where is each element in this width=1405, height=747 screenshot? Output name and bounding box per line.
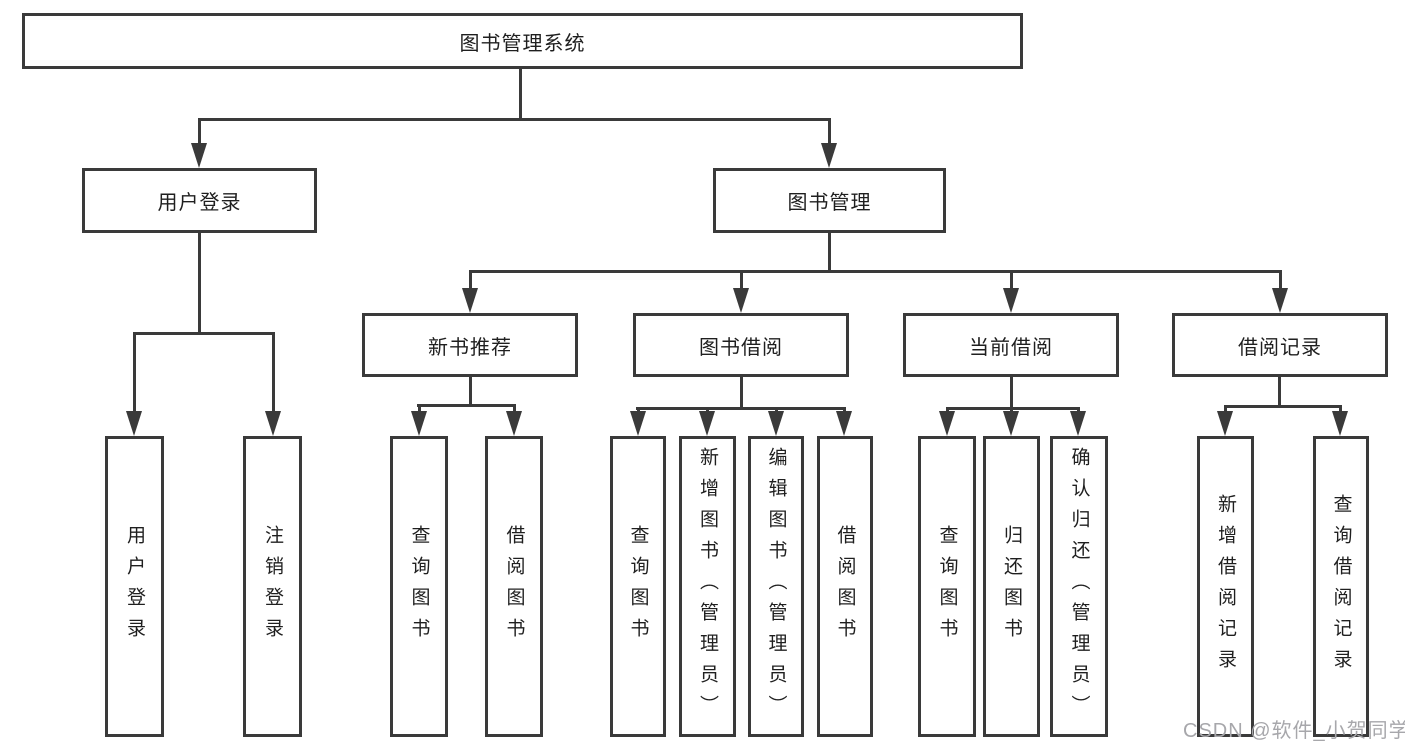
arrow-down-icon — [411, 411, 427, 436]
node-new-book-recommendation: 新书推荐 — [362, 313, 578, 377]
connector-line — [198, 118, 201, 144]
connector-line — [417, 404, 516, 407]
node-current-borrowing-label: 当前借阅 — [969, 336, 1053, 359]
node-new-book-recommendation-label: 新书推荐 — [428, 336, 512, 359]
node-library-system: 图书管理系统 — [22, 13, 1023, 69]
connector-line — [519, 69, 522, 119]
connector-line — [1339, 405, 1342, 413]
connector-line — [946, 407, 949, 413]
arrow-down-icon — [699, 411, 715, 436]
leaf-current-query-books-label: 查询图书 — [936, 524, 958, 649]
connector-line — [1279, 270, 1282, 288]
connector-line — [1224, 405, 1227, 413]
connector-line — [706, 407, 709, 413]
arrow-down-icon — [191, 143, 207, 168]
leaf-user-login: 用户登录 — [105, 436, 164, 737]
leaf-current-return-books-label: 归还图书 — [1001, 524, 1022, 649]
leaf-recommend-borrow-books-label: 借阅图书 — [503, 524, 525, 649]
connector-line — [133, 332, 136, 411]
connector-line — [843, 407, 846, 413]
arrow-down-icon — [265, 411, 281, 436]
leaf-records-add-borrow-record-label: 新增借阅记录 — [1215, 493, 1236, 680]
arrow-down-icon — [733, 288, 749, 313]
arrow-down-icon — [836, 411, 852, 436]
leaf-borrowing-query-books-label: 查询图书 — [627, 524, 649, 649]
leaf-user-login-label: 用户登录 — [124, 524, 145, 649]
leaf-recommend-borrow-books: 借阅图书 — [485, 436, 543, 737]
leaf-current-confirm-return-admin-label: 确认归还（管理员） — [1068, 447, 1090, 726]
node-book-management-label: 图书管理 — [787, 192, 872, 214]
leaf-borrowing-query-books: 查询图书 — [610, 436, 666, 737]
node-book-borrowing-label: 图书借阅 — [699, 336, 783, 359]
connector-line — [946, 407, 1080, 410]
csdn-watermark: CSDN @软件_小贺同学 — [1183, 720, 1405, 742]
leaf-records-query-borrow-record-label: 查询借阅记录 — [1330, 493, 1352, 680]
arrow-down-icon — [630, 411, 646, 436]
connector-line — [469, 270, 1281, 273]
leaf-borrowing-borrow-books: 借阅图书 — [817, 436, 873, 737]
arrow-down-icon — [506, 411, 522, 436]
connector-line — [637, 407, 640, 413]
connector-line — [1278, 377, 1281, 408]
node-borrowing-records: 借阅记录 — [1172, 313, 1388, 377]
connector-line — [272, 332, 275, 411]
connector-line — [1010, 377, 1013, 410]
arrow-down-icon — [1003, 288, 1019, 313]
node-borrowing-records-label: 借阅记录 — [1238, 336, 1322, 359]
leaf-current-confirm-return-admin: 确认归还（管理员） — [1050, 436, 1108, 737]
node-user-login: 用户登录 — [82, 168, 317, 233]
node-book-borrowing: 图书借阅 — [633, 313, 849, 377]
connector-line — [1010, 407, 1013, 413]
leaf-records-add-borrow-record: 新增借阅记录 — [1197, 436, 1254, 737]
leaf-borrowing-borrow-books-label: 借阅图书 — [834, 524, 856, 649]
arrow-down-icon — [821, 143, 837, 168]
connector-line — [775, 407, 778, 413]
connector-line — [740, 377, 743, 410]
connector-line — [198, 233, 201, 335]
connector-line — [1077, 407, 1080, 413]
leaf-records-query-borrow-record: 查询借阅记录 — [1313, 436, 1369, 737]
connector-line — [828, 118, 831, 144]
connector-line — [1224, 405, 1342, 408]
leaf-recommend-query-books-label: 查询图书 — [408, 524, 430, 649]
connector-line — [418, 404, 421, 413]
arrow-down-icon — [462, 288, 478, 313]
leaf-borrowing-add-books-admin: 新增图书（管理员） — [679, 436, 736, 737]
leaf-current-query-books: 查询图书 — [918, 436, 976, 737]
leaf-logout-login: 注销登录 — [243, 436, 302, 737]
arrow-down-icon — [126, 411, 142, 436]
node-library-system-label: 图书管理系统 — [459, 32, 586, 55]
leaf-borrowing-edit-books-admin-label: 编辑图书（管理员） — [765, 447, 787, 726]
arrow-down-icon — [1332, 411, 1348, 436]
connector-line — [133, 332, 275, 335]
connector-line — [1010, 270, 1013, 288]
leaf-logout-login-label: 注销登录 — [262, 524, 283, 649]
arrow-down-icon — [768, 411, 784, 436]
connector-line — [740, 270, 743, 288]
leaf-borrowing-edit-books-admin: 编辑图书（管理员） — [748, 436, 804, 737]
arrow-down-icon — [1003, 411, 1019, 436]
connector-line — [469, 377, 472, 407]
connector-line — [469, 270, 472, 288]
node-current-borrowing: 当前借阅 — [903, 313, 1119, 377]
arrow-down-icon — [1070, 411, 1086, 436]
leaf-recommend-query-books: 查询图书 — [390, 436, 448, 737]
leaf-current-return-books: 归还图书 — [983, 436, 1040, 737]
leaf-borrowing-add-books-admin-label: 新增图书（管理员） — [697, 447, 718, 726]
arrow-down-icon — [1272, 288, 1288, 313]
connector-line — [198, 118, 831, 121]
arrow-down-icon — [1217, 411, 1233, 436]
connector-line — [828, 233, 831, 273]
node-book-management: 图书管理 — [713, 168, 946, 233]
connector-line — [636, 407, 845, 410]
connector-line — [513, 404, 516, 413]
node-user-login-label: 用户登录 — [157, 192, 242, 214]
arrow-down-icon — [939, 411, 955, 436]
